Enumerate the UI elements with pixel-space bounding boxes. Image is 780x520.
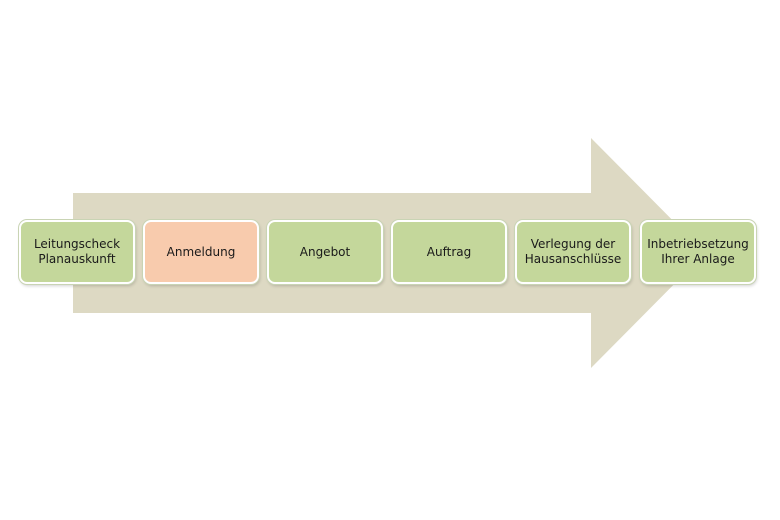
arrow-shape bbox=[73, 138, 705, 368]
step-inbetriebsetzung[interactable]: Inbetriebsetzung Ihrer Anlage bbox=[640, 220, 756, 284]
step-label: Leitungscheck Planauskunft bbox=[33, 237, 121, 266]
step-label: Verlegung der Hausanschlüsse bbox=[524, 237, 622, 266]
step-label: Anmeldung bbox=[166, 244, 236, 259]
step-label: Angebot bbox=[299, 244, 351, 259]
step-anmeldung[interactable]: Anmeldung bbox=[143, 220, 259, 284]
step-label: Inbetriebsetzung Ihrer Anlage bbox=[647, 237, 749, 266]
step-verlegung[interactable]: Verlegung der Hausanschlüsse bbox=[515, 220, 631, 284]
step-angebot[interactable]: Angebot bbox=[267, 220, 383, 284]
step-label: Auftrag bbox=[426, 244, 472, 259]
step-auftrag[interactable]: Auftrag bbox=[391, 220, 507, 284]
step-leitungscheck[interactable]: Leitungscheck Planauskunft bbox=[19, 220, 135, 284]
